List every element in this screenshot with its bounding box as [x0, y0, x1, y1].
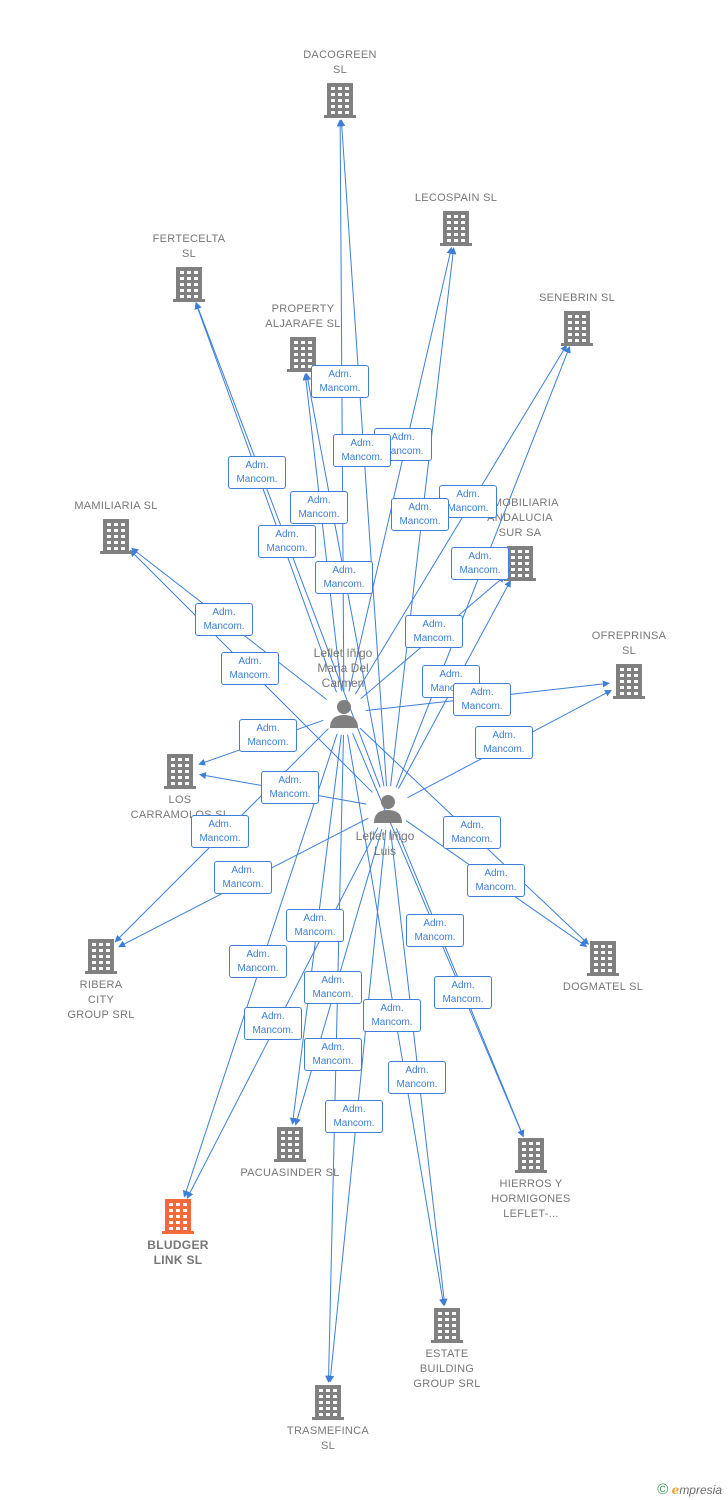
building-icon[interactable]	[100, 519, 132, 554]
company-label-lecospain[interactable]: LECOSPAIN SL	[414, 192, 498, 204]
relation-label-box[interactable]: Adm. Mancom.	[261, 771, 319, 804]
relation-label-box[interactable]: Adm. Mancom.	[405, 615, 463, 648]
building-icon[interactable]	[515, 1138, 547, 1173]
relation-label-box[interactable]: Adm. Mancom.	[304, 971, 362, 1004]
relation-label-box[interactable]: Adm. Mancom.	[221, 652, 279, 685]
edge-p1-property	[302, 373, 343, 692]
relation-label-box[interactable]: Adm. Mancom.	[443, 816, 501, 849]
brand-initial: e	[671, 1483, 680, 1497]
edge-p1-senebrin	[354, 344, 568, 695]
relation-label-box[interactable]: Adm. Mancom.	[304, 1038, 362, 1071]
person-icon[interactable]	[374, 795, 402, 823]
company-label-fertecelta[interactable]: FERTECELTA SL	[152, 233, 226, 260]
relation-label-box[interactable]: Adm. Mancom.	[391, 498, 449, 531]
relation-label-box[interactable]: Adm. Mancom.	[325, 1100, 383, 1133]
company-label-ofreprinsa[interactable]: OFREPRINSA SL	[591, 630, 667, 657]
company-label-senebrin[interactable]: SENEBRIN SL	[538, 292, 616, 304]
relation-label-box[interactable]: Adm. Mancom.	[229, 945, 287, 978]
relation-label-box[interactable]: Adm. Mancom.	[434, 976, 492, 1009]
edge-p1-lecospain	[348, 246, 454, 692]
person-icon[interactable]	[330, 700, 358, 728]
relation-label-box[interactable]: Adm. Mancom.	[258, 525, 316, 558]
company-label-dogmatel[interactable]: DOGMATEL SL	[562, 981, 644, 993]
company-label-hierros[interactable]: HIERROS Y HORMIGONES LEFLET-...	[491, 1178, 571, 1220]
company-label-trasmefinca[interactable]: TRASMEFINCA SL	[286, 1425, 370, 1452]
brand-name: mpresia	[679, 1483, 722, 1497]
copyright-symbol: ©	[657, 1481, 669, 1498]
company-label-inmobiliaria[interactable]: INMOBILIARIA ANDALUCIA SUR SA	[481, 497, 559, 539]
company-label-estate[interactable]: ESTATE BUILDING GROUP SRL	[413, 1348, 481, 1390]
empresia-brand[interactable]: © empresia	[657, 1481, 722, 1498]
building-icon[interactable]	[162, 1199, 194, 1234]
company-label-dacogreen[interactable]: DACOGREEN SL	[303, 49, 377, 76]
relation-label-box[interactable]: Adm. Mancom.	[388, 1061, 446, 1094]
relation-label-box[interactable]: Adm. Mancom.	[195, 603, 253, 636]
relation-label-box[interactable]: Adm. Mancom.	[311, 365, 369, 398]
building-icon[interactable]	[274, 1127, 306, 1162]
relation-label-box[interactable]: Adm. Mancom.	[244, 1007, 302, 1040]
relation-label-box[interactable]: Adm. Mancom.	[406, 914, 464, 947]
company-label-pacuasinder[interactable]: PACUASINDER SL	[240, 1167, 340, 1179]
relation-label-box[interactable]: Adm. Mancom.	[453, 683, 511, 716]
relation-label-box[interactable]: Adm. Mancom.	[333, 434, 391, 467]
building-icon[interactable]	[431, 1308, 463, 1343]
building-icon[interactable]	[504, 546, 536, 581]
relation-label-box[interactable]: Adm. Mancom.	[191, 815, 249, 848]
building-icon[interactable]	[164, 754, 196, 789]
relation-label-box[interactable]: Adm. Mancom.	[467, 864, 525, 897]
relation-label-box[interactable]: Adm. Mancom.	[451, 547, 509, 580]
relation-label-box[interactable]: Adm. Mancom.	[422, 665, 480, 698]
relation-label-box[interactable]: Adm. Mancom.	[214, 861, 272, 894]
person-label-p1[interactable]: Leflet Iñigo Maria Del Carmen	[313, 646, 373, 690]
relation-label-box[interactable]: Adm. Mancom.	[475, 726, 533, 759]
building-icon[interactable]	[312, 1385, 344, 1420]
relation-label-box[interactable]: Adm. Mancom.	[290, 491, 348, 524]
building-icon[interactable]	[324, 83, 356, 118]
building-icon[interactable]	[440, 211, 472, 246]
relation-label-box[interactable]: Adm. Mancom.	[228, 456, 286, 489]
building-icon[interactable]	[561, 311, 593, 346]
relation-label-box[interactable]: Adm. Mancom.	[286, 909, 344, 942]
relation-label-box[interactable]: Adm. Mancom.	[239, 719, 297, 752]
building-icon[interactable]	[587, 941, 619, 976]
building-icon[interactable]	[173, 267, 205, 302]
edge-p1-dacogreen	[336, 119, 345, 692]
company-label-bludger[interactable]: BLUDGER LINK SL	[147, 1238, 209, 1267]
building-icon[interactable]	[85, 939, 117, 974]
company-label-ribera[interactable]: RIBERA CITY GROUP SRL	[67, 979, 135, 1021]
relation-label-box[interactable]: Adm. Mancom.	[315, 561, 373, 594]
edge-p1-fertecelta	[194, 302, 337, 693]
relation-label-box[interactable]: Adm. Mancom.	[363, 999, 421, 1032]
company-label-mamiliaria[interactable]: MAMILIARIA SL	[74, 500, 158, 512]
building-icon[interactable]	[613, 664, 645, 699]
person-label-p2[interactable]: Leflet Iñigo Luis	[355, 829, 415, 858]
company-label-property[interactable]: PROPERTY ALJARAFE SL	[265, 303, 341, 330]
